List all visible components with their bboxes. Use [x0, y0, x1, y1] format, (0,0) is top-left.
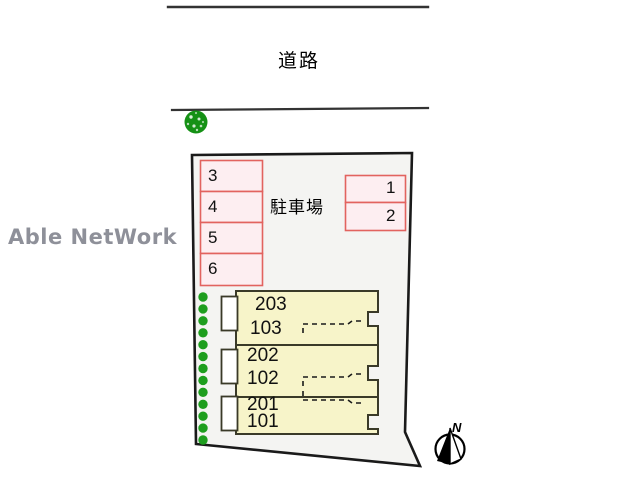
- parking-stall-5[interactable]: [199, 221, 264, 255]
- road-label: 道路: [278, 51, 321, 72]
- parking-stall-label-5: 5: [208, 228, 218, 247]
- road-area: [166, 5, 430, 112]
- room-label-101: 101: [247, 411, 279, 432]
- compass-north-label: N: [452, 420, 462, 435]
- room-label-103: 103: [250, 318, 282, 339]
- room-label-102: 102: [247, 368, 279, 389]
- hedge-dot: [198, 292, 208, 302]
- hedge-dot: [198, 375, 208, 386]
- partition-dashed-102: [302, 373, 365, 386]
- building-block-201-101[interactable]: [235, 396, 379, 435]
- parking-stall-label-4: 4: [208, 197, 218, 216]
- parking-stall-6[interactable]: [199, 252, 264, 287]
- hedge-dot: [198, 399, 208, 409]
- parking-stall-4[interactable]: [199, 190, 264, 224]
- hedge-row: [198, 292, 208, 445]
- parking-stall-label-3: 3: [208, 166, 218, 185]
- room-label-203: 203: [255, 294, 287, 315]
- road-bottom-line: [170, 106, 430, 112]
- roadside-tree-icon: [184, 110, 208, 134]
- hedge-dot: [198, 351, 208, 362]
- hedge-dot: [198, 363, 208, 374]
- entrance-stair-202: [220, 348, 239, 385]
- compass-needle-light: [449, 427, 462, 466]
- hedge-dot: [198, 387, 208, 397]
- hedge-dot: [198, 411, 208, 421]
- brand-watermark: Able NetWork: [8, 225, 178, 249]
- room-label-202: 202: [247, 345, 279, 366]
- partition-dashed-101: [302, 391, 365, 404]
- hedge-dot: [198, 423, 208, 433]
- parking-stall-group-right: [344, 174, 407, 232]
- parking-stall-label-2: 2: [386, 206, 396, 225]
- parking-stall-label-6: 6: [208, 259, 218, 278]
- parking-stall-group-left: [199, 159, 264, 287]
- room-label-201: 201: [247, 394, 279, 415]
- parking-area-label: 駐車場: [270, 198, 324, 217]
- hedge-dot: [198, 328, 208, 338]
- hedge-dot: [198, 435, 208, 445]
- parking-stall-label-1: 1: [386, 178, 396, 197]
- parking-stall-3[interactable]: [199, 159, 264, 193]
- compass-needle-dark: [437, 428, 450, 464]
- hedge-dot: [198, 316, 208, 326]
- hedge-dot: [198, 304, 208, 314]
- partition-dashed-103: [302, 320, 365, 333]
- parking-stall-2[interactable]: [344, 201, 407, 232]
- entrance-stair-201: [220, 395, 239, 432]
- apartment-building: [220, 290, 379, 435]
- hedge-dot: [198, 340, 208, 350]
- parking-stall-1[interactable]: [344, 174, 407, 204]
- entrance-stair-203: [220, 295, 239, 332]
- compass-rose: [434, 427, 466, 466]
